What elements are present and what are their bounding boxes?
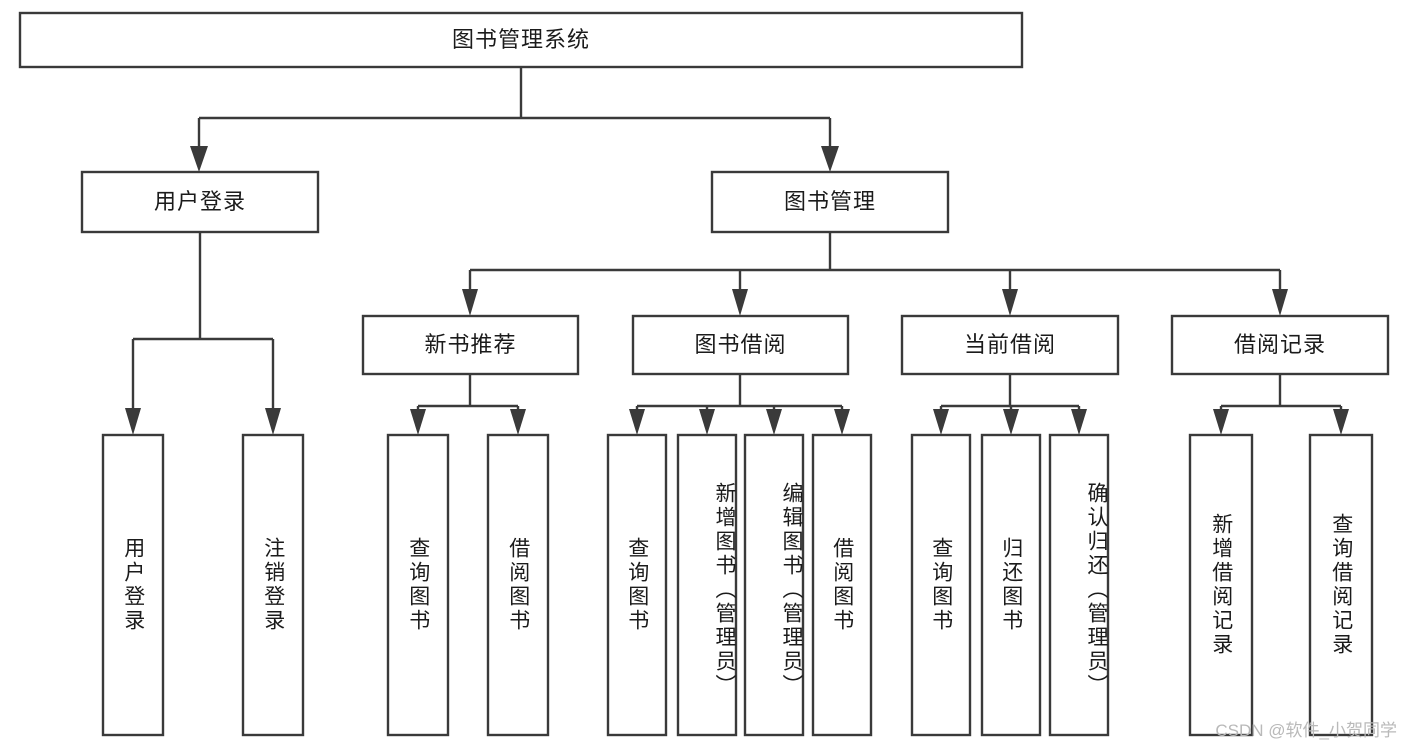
node-box-leaf-query-book-1[interactable]	[386, 433, 450, 737]
arrow-head-leaf-add-book-admin	[699, 409, 715, 435]
arrow-head-current-borrow	[1002, 289, 1018, 316]
arrow-head-leaf-query-book-2	[629, 409, 645, 435]
arrow-head-leaf-logout	[265, 408, 281, 435]
node-box-leaf-logout[interactable]	[241, 433, 305, 737]
node-box-leaf-query-book-3[interactable]	[910, 433, 972, 737]
node-box-new-book-recommend[interactable]	[361, 314, 580, 376]
arrow-head-book-management	[821, 146, 839, 172]
arrow-head-leaf-edit-book-admin	[766, 409, 782, 435]
node-box-leaf-confirm-return-admin[interactable]	[1048, 433, 1110, 737]
node-box-leaf-user-login[interactable]	[101, 433, 165, 737]
node-box-leaf-add-book-admin[interactable]	[676, 433, 738, 737]
node-box-leaf-borrow-book-2[interactable]	[811, 433, 873, 737]
arrow-head-user-login	[190, 146, 208, 172]
arrow-head-book-borrow	[732, 289, 748, 316]
node-box-leaf-add-borrow-record[interactable]	[1188, 433, 1254, 737]
node-box-leaf-edit-book-admin[interactable]	[743, 433, 805, 737]
arrow-head-leaf-add-borrow-record	[1213, 409, 1229, 435]
arrow-head-new-book-recommend	[462, 289, 478, 316]
node-box-leaf-query-borrow-record[interactable]	[1308, 433, 1374, 737]
node-box-user-login[interactable]	[80, 170, 320, 234]
arrow-head-leaf-borrow-book-2	[834, 409, 850, 435]
arrow-head-leaf-return-book	[1003, 409, 1019, 435]
arrow-head-leaf-borrow-book-1	[510, 409, 526, 435]
node-box-leaf-return-book[interactable]	[980, 433, 1042, 737]
arrow-head-leaf-query-book-3	[933, 409, 949, 435]
node-box-book-management[interactable]	[710, 170, 950, 234]
node-box-leaf-query-book-2[interactable]	[606, 433, 668, 737]
node-box-current-borrow[interactable]	[900, 314, 1120, 376]
node-box-leaf-borrow-book-1[interactable]	[486, 433, 550, 737]
node-box-book-borrow[interactable]	[631, 314, 850, 376]
arrow-head-leaf-user-login	[125, 408, 141, 435]
csdn-watermark: CSDN @软件_小贺同学	[1215, 721, 1397, 740]
arrow-head-leaf-query-book-1	[410, 409, 426, 435]
arrow-head-leaf-confirm-return	[1071, 409, 1087, 435]
node-box-root[interactable]	[18, 11, 1024, 69]
arrow-head-borrow-record	[1272, 289, 1288, 316]
arrow-head-leaf-query-borrow-record	[1333, 409, 1349, 435]
node-box-borrow-record[interactable]	[1170, 314, 1390, 376]
